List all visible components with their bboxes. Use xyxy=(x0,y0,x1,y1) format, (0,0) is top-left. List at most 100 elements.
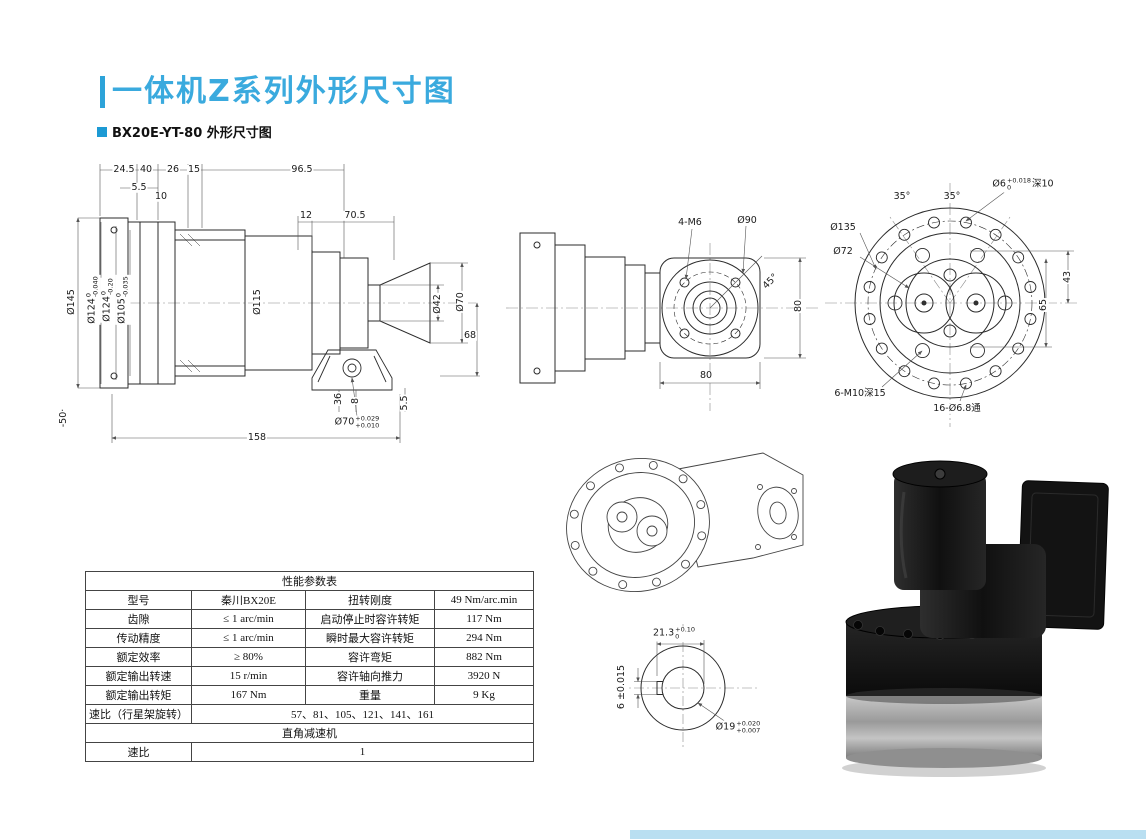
subtitle-text: BX20E-YT-80 外形尺寸图 xyxy=(112,126,272,141)
footer-accent-bar xyxy=(630,830,1146,839)
dim-label: 40 xyxy=(138,163,154,176)
isometric-drawing xyxy=(548,425,818,620)
dim-label: Ø72 xyxy=(832,245,854,258)
dim-label: 96.5 xyxy=(290,163,314,176)
flange-profile xyxy=(519,232,661,384)
table-row: 额定输出转速 15 r/min 容许轴向推力 3920 N xyxy=(85,666,534,686)
cell-label: 型号 xyxy=(85,590,192,610)
cell-label: 额定输出转速 xyxy=(85,666,192,686)
cell-label: 瞬时最大容许转矩 xyxy=(305,628,435,648)
motor-cylinder xyxy=(894,472,986,590)
table-ratio2-row: 速比 1 xyxy=(85,742,534,762)
clamp-bracket xyxy=(311,349,393,391)
dim-label: 35° xyxy=(942,190,962,203)
page-header: 一体机Z系列外形尺寸图 xyxy=(100,76,456,108)
cell-value: 57、81、105、121、141、161 xyxy=(191,704,534,724)
dim-label: Ø42 xyxy=(431,293,444,315)
dim-label: 35° xyxy=(892,190,912,203)
dim-label: Ø90 xyxy=(736,214,758,227)
cell-label: 启动停止时容许转矩 xyxy=(305,609,435,629)
cell-label: 容许弯矩 xyxy=(305,647,435,667)
section-subtitle: BX20E-YT-80 外形尺寸图 xyxy=(97,122,272,141)
front-view-svg xyxy=(506,225,820,411)
dim-label: 16-Ø6.8通 xyxy=(932,402,982,415)
cell-value: 294 Nm xyxy=(434,628,534,648)
cell-label: 额定输出转矩 xyxy=(85,685,192,705)
cell-value: 3920 N xyxy=(434,666,534,686)
cell-label: 速比（行星架旋转） xyxy=(85,704,192,724)
dim-label: 158 xyxy=(246,431,268,444)
dim-label: Ø115 xyxy=(251,288,264,316)
dimension-lines xyxy=(76,164,480,443)
housing-circles xyxy=(854,207,1046,399)
table-row: 型号 秦川BX20E 扭转刚度 49 Nm/arc.min xyxy=(85,590,534,610)
highlight xyxy=(899,491,908,579)
cell-value: ≤ 1 arc/min xyxy=(191,609,306,629)
base-seam xyxy=(846,688,1042,704)
dim-label: 6 ±0.015 xyxy=(615,663,628,711)
cell-label: 容许轴向推力 xyxy=(305,666,435,686)
cell-value: 882 Nm xyxy=(434,647,534,667)
dim-label: 10 xyxy=(153,190,169,203)
rear-view-svg xyxy=(825,183,1078,427)
cell-value: 49 Nm/arc.min xyxy=(434,590,534,610)
cap-screw xyxy=(934,468,946,480)
cell-label: 齿隙 xyxy=(85,609,192,629)
cell-label: 速比 xyxy=(85,742,192,762)
title-accent-bar xyxy=(100,76,105,108)
table-row: 传动精度 ≤ 1 arc/min 瞬时最大容许转矩 294 Nm xyxy=(85,628,534,648)
cell-label: 传动精度 xyxy=(85,628,192,648)
spec-table: 性能参数表 型号 秦川BX20E 扭转刚度 49 Nm/arc.min 齿隙 ≤… xyxy=(85,571,534,762)
table-row: 齿隙 ≤ 1 arc/min 启动停止时容许转矩 117 Nm xyxy=(85,609,534,629)
dim-label: 80 xyxy=(698,369,714,382)
cell-value: 1 xyxy=(191,742,534,762)
cell-value: 117 Nm xyxy=(434,609,534,629)
table-row: 额定输出转矩 167 Nm 重量 9 Kg xyxy=(85,685,534,705)
dim-label: Ø70+0.029+0.010 xyxy=(333,414,381,431)
cell-label: 重量 xyxy=(305,685,435,705)
bore-circles xyxy=(640,645,726,731)
cell-value: 秦川BX20E xyxy=(191,590,306,610)
dim-label: 5.5 xyxy=(130,181,148,194)
cell-label: 直角减速机 xyxy=(85,723,534,743)
dimension-lines xyxy=(859,190,1074,402)
table-title-row: 性能参数表 xyxy=(85,571,534,591)
table-right-angle-row: 直角减速机 xyxy=(85,723,534,743)
dim-label: 4-M6 xyxy=(677,216,703,229)
dim-label: 36 xyxy=(332,391,345,407)
dim-label: 65 xyxy=(1037,297,1050,313)
dim-label: 6-M10深15 xyxy=(833,387,887,400)
table-ratio-row: 速比（行星架旋转） 57、81、105、121、141、161 xyxy=(85,704,534,724)
dim-label: 43 xyxy=(1061,269,1074,285)
table-row: 额定效率 ≥ 80% 容许弯矩 882 Nm xyxy=(85,647,534,667)
dim-label: Ø145 xyxy=(65,288,78,316)
cell-value: 15 r/min xyxy=(191,666,306,686)
square-flange xyxy=(659,257,761,359)
dim-label: 12 xyxy=(298,209,314,222)
shaft-detail-svg xyxy=(616,624,758,750)
page-title: 一体机Z系列外形尺寸图 xyxy=(112,74,456,109)
dim-label: 70.5 xyxy=(343,209,367,222)
cell-value: 167 Nm xyxy=(191,685,306,705)
table-title: 性能参数表 xyxy=(85,571,534,591)
dim-label: 68 xyxy=(462,329,478,342)
dim-label: 24.5 xyxy=(112,163,136,176)
dimension-lines xyxy=(634,640,727,723)
dimension-lines xyxy=(659,225,806,389)
dim-label: 15 xyxy=(186,163,202,176)
dim-label: 8 xyxy=(349,396,362,406)
dim-label: 5.5 xyxy=(398,394,411,412)
dim-label: Ø70 xyxy=(454,291,467,313)
dim-label: Ø135 xyxy=(829,221,857,234)
base-bottom-edge xyxy=(846,748,1042,768)
cell-value: ≥ 80% xyxy=(191,647,306,667)
product-photo-svg xyxy=(842,460,1109,777)
